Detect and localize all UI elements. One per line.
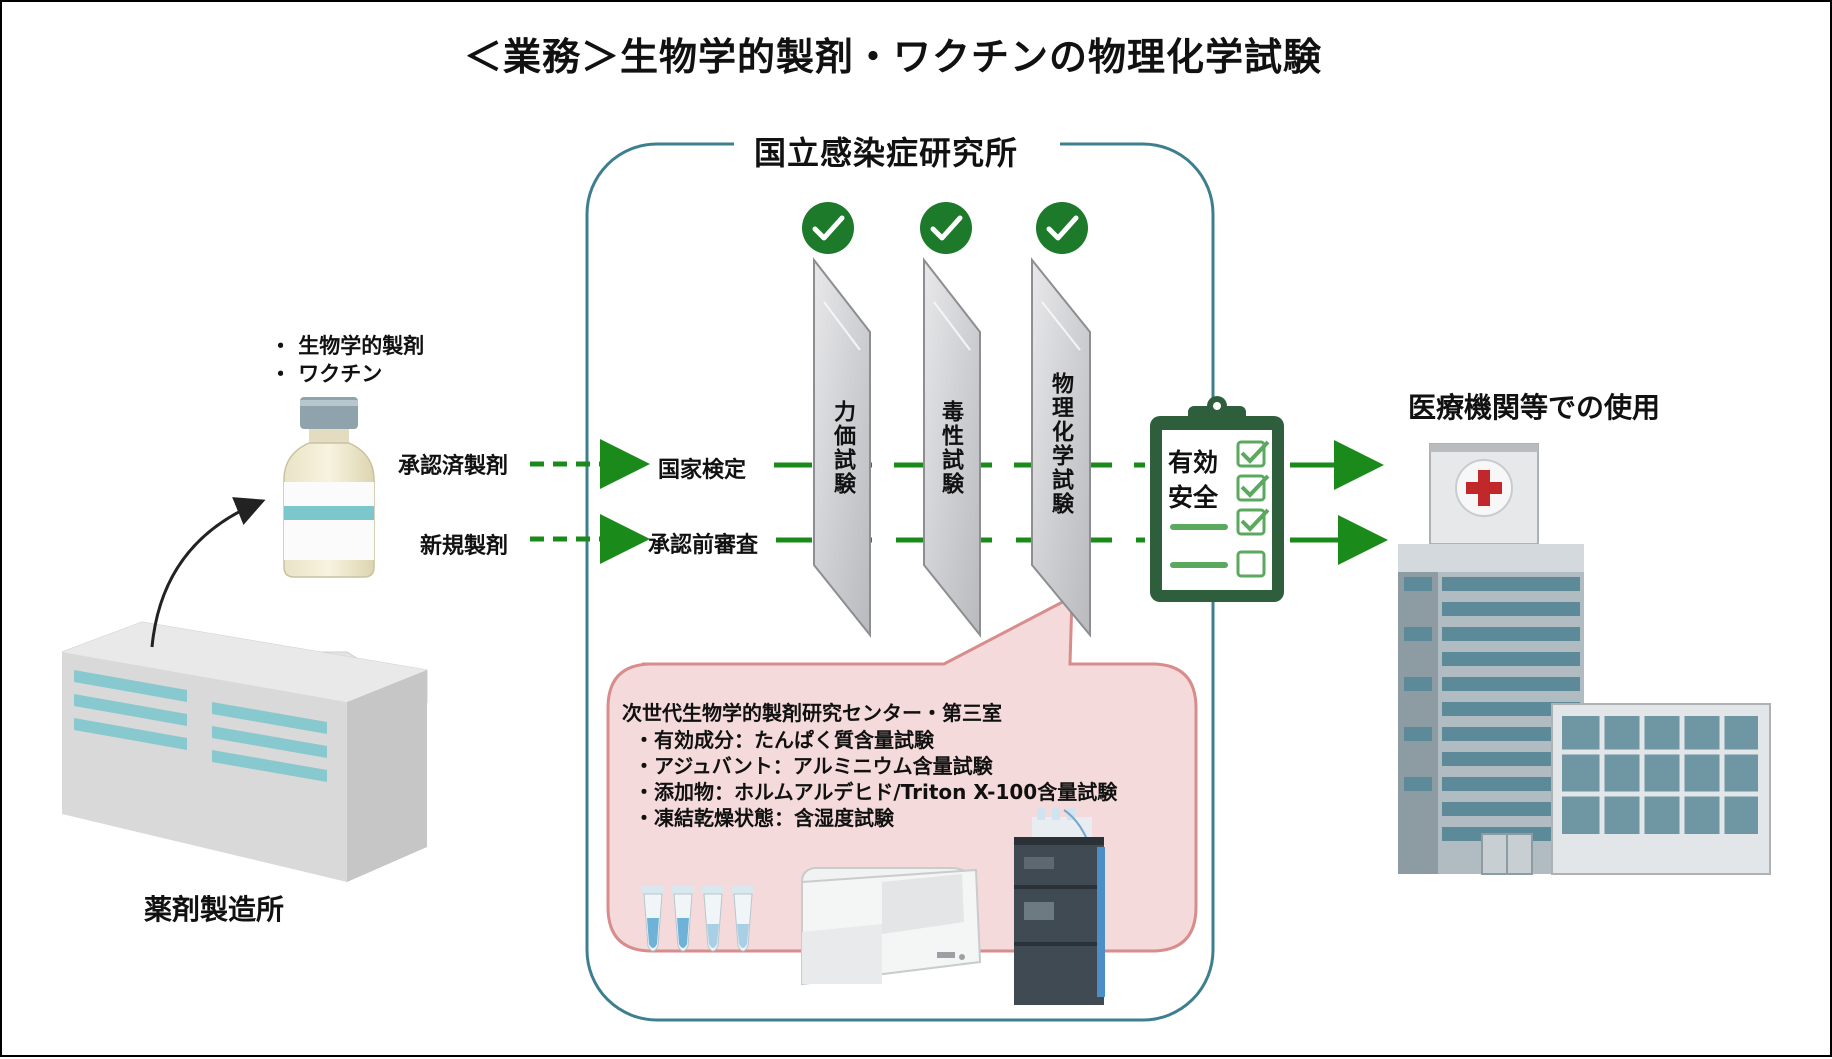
clipboard-text-safety: 安全	[1168, 483, 1219, 512]
flow-input-approved: 承認済製剤	[398, 454, 509, 479]
bubble-item: ・凍結乾燥状態：含湿度試験	[634, 806, 894, 830]
product-item: ・ ワクチン	[270, 362, 383, 386]
flow-stage-new: 承認前審査	[648, 533, 759, 558]
analyzer-icon	[801, 867, 982, 986]
bubble-item: ・有効成分：たんぱく質含量試験	[634, 728, 934, 752]
hospital-icon	[1398, 443, 1771, 875]
tube-icon	[642, 886, 754, 952]
test-label: 力価試験	[830, 400, 855, 496]
check-circle-icon	[802, 202, 1088, 254]
factory-icon	[61, 621, 428, 882]
bubble-item: ・添加物：ホルムアルデヒド/Triton X-100含量試験	[634, 780, 1118, 804]
bubble-item: ・アジュバント：アルミニウム含量試験	[634, 754, 993, 778]
flow-stage-approved: 国家検定	[658, 458, 747, 483]
vial-icon	[283, 397, 375, 578]
test-label: 物理化学試験	[1048, 372, 1073, 516]
flow-input-new: 新規製剤	[420, 534, 509, 559]
clipboard-icon	[1150, 396, 1284, 602]
bubble-heading: 次世代生物学的製剤研究センター・第三室	[622, 701, 1002, 725]
institute-label: 国立感染症研究所	[754, 134, 1019, 172]
clipboard-text-efficacy: 有効	[1168, 448, 1219, 477]
hplc-icon	[1014, 808, 1105, 1005]
test-label: 毒性試験	[938, 400, 963, 496]
page-title: ＜業務＞生物学的製剤・ワクチンの物理化学試験	[464, 35, 1323, 79]
factory-label: 薬剤製造所	[144, 893, 285, 926]
test-panel-icon	[813, 257, 1091, 638]
product-item: ・ 生物学的製剤	[270, 334, 425, 358]
hospital-label: 医療機関等での使用	[1408, 391, 1661, 424]
